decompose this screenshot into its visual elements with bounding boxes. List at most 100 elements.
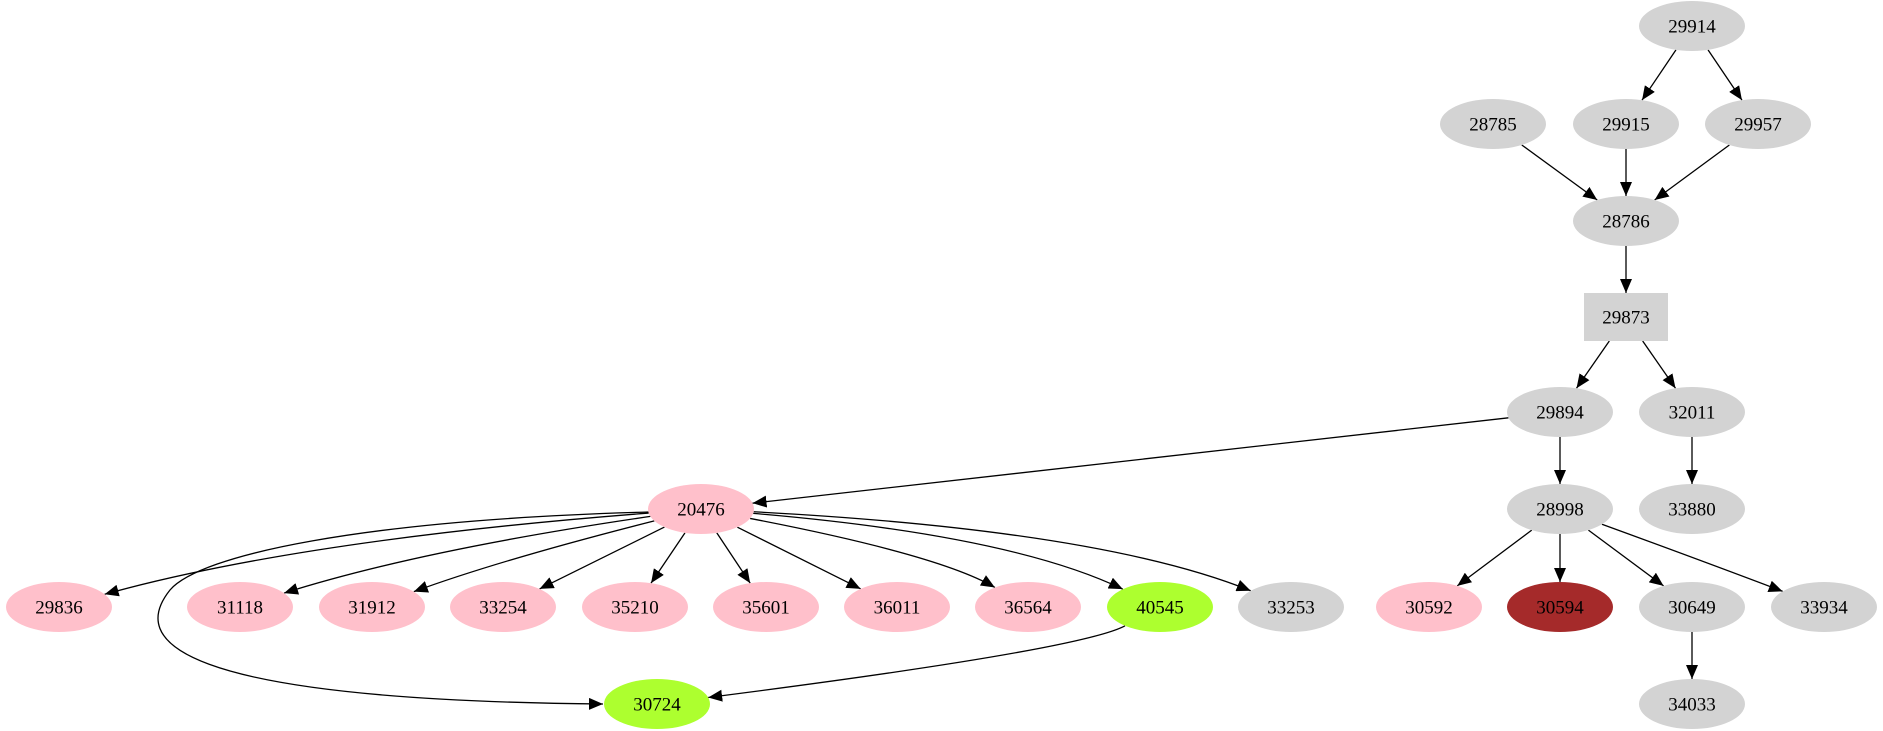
edge-20476-to-30724	[157, 511, 650, 710]
node-ellipse-shape	[1376, 582, 1482, 632]
node-box-shape	[1584, 293, 1668, 341]
edge-20476-to-33254	[539, 526, 665, 590]
node-label: 30594	[1536, 598, 1584, 619]
node-ellipse-shape	[604, 679, 710, 729]
node-ellipse-shape	[1705, 99, 1811, 149]
node-29873[interactable]: 29873	[1584, 293, 1668, 341]
node-35210[interactable]: 35210	[582, 582, 688, 632]
node-29957[interactable]: 29957	[1705, 99, 1811, 149]
node-label: 31912	[348, 598, 396, 619]
node-ellipse-shape	[713, 582, 819, 632]
node-label: 35601	[742, 598, 790, 619]
node-30724[interactable]: 30724	[604, 679, 710, 729]
node-label: 29957	[1734, 115, 1782, 136]
node-31118[interactable]: 31118	[187, 582, 293, 632]
node-ellipse-shape	[6, 582, 112, 632]
node-label: 31118	[217, 598, 263, 619]
node-ellipse-shape	[648, 484, 754, 534]
node-label: 36564	[1004, 598, 1052, 619]
node-33934[interactable]: 33934	[1771, 582, 1877, 632]
node-label: 35210	[611, 598, 659, 619]
node-30649[interactable]: 30649	[1639, 582, 1745, 632]
edge-29914-to-29957	[1707, 49, 1743, 101]
edge-20476-to-33253	[753, 511, 1251, 592]
node-ellipse-shape	[1639, 679, 1745, 729]
node-20476[interactable]: 20476	[648, 484, 754, 534]
edge-29873-to-32011	[1642, 340, 1677, 389]
node-label: 30649	[1668, 598, 1716, 619]
edge-20476-to-36011	[737, 526, 861, 590]
edge-29957-to-28786	[1654, 144, 1730, 201]
node-28998[interactable]: 28998	[1507, 484, 1613, 534]
edge-20476-to-31912	[413, 520, 655, 593]
node-ellipse-shape	[975, 582, 1081, 632]
node-label: 28785	[1469, 115, 1517, 136]
node-ellipse-shape	[450, 582, 556, 632]
edge-29914-to-29915	[1641, 49, 1677, 101]
node-40545[interactable]: 40545	[1107, 582, 1213, 632]
node-ellipse-shape	[1507, 387, 1613, 437]
node-label: 29836	[35, 598, 83, 619]
node-28786[interactable]: 28786	[1573, 196, 1679, 246]
edge-29873-to-29894	[1575, 340, 1610, 389]
node-ellipse-shape	[1107, 582, 1213, 632]
edge-20476-to-35210	[650, 532, 686, 584]
node-label: 36011	[874, 598, 921, 619]
node-ellipse-shape	[1440, 99, 1546, 149]
node-35601[interactable]: 35601	[713, 582, 819, 632]
node-label: 33253	[1267, 598, 1315, 619]
node-30594[interactable]: 30594	[1507, 582, 1613, 632]
node-label: 34033	[1668, 695, 1716, 716]
node-label: 33254	[479, 598, 527, 619]
edge-40545-to-30724	[708, 625, 1126, 702]
node-29914[interactable]: 29914	[1639, 1, 1745, 51]
node-29836[interactable]: 29836	[6, 582, 112, 632]
node-ellipse-shape	[1507, 484, 1613, 534]
node-29915[interactable]: 29915	[1573, 99, 1679, 149]
node-label: 29894	[1536, 403, 1584, 424]
node-ellipse-shape	[1573, 196, 1679, 246]
edges-layer	[104, 49, 1783, 710]
edge-20476-to-36564	[749, 517, 996, 589]
node-ellipse-shape	[187, 582, 293, 632]
node-label: 30592	[1405, 598, 1453, 619]
node-label: 40545	[1136, 598, 1184, 619]
node-label: 28786	[1602, 212, 1650, 233]
node-33880[interactable]: 33880	[1639, 484, 1745, 534]
node-31912[interactable]: 31912	[319, 582, 425, 632]
node-29894[interactable]: 29894	[1507, 387, 1613, 437]
edge-20476-to-29836	[104, 512, 649, 597]
node-33253[interactable]: 33253	[1238, 582, 1344, 632]
edge-20476-to-35601	[716, 532, 751, 584]
edge-20476-to-31118	[283, 515, 651, 595]
node-30592[interactable]: 30592	[1376, 582, 1482, 632]
node-32011[interactable]: 32011	[1639, 387, 1745, 437]
edge-28998-to-30592	[1456, 529, 1533, 587]
node-ellipse-shape	[1639, 582, 1745, 632]
node-label: 33880	[1668, 500, 1716, 521]
node-36564[interactable]: 36564	[975, 582, 1081, 632]
node-ellipse-shape	[319, 582, 425, 632]
node-label: 28998	[1536, 500, 1584, 521]
edge-28785-to-28786	[1521, 144, 1598, 201]
node-36011[interactable]: 36011	[844, 582, 950, 632]
node-label: 30724	[633, 695, 681, 716]
node-label: 20476	[677, 500, 725, 521]
node-ellipse-shape	[1238, 582, 1344, 632]
node-label: 33934	[1800, 598, 1848, 619]
node-label: 29873	[1602, 308, 1650, 329]
node-28785[interactable]: 28785	[1440, 99, 1546, 149]
edge-28998-to-30649	[1588, 529, 1664, 587]
node-ellipse-shape	[582, 582, 688, 632]
node-ellipse-shape	[844, 582, 950, 632]
edge-28998-to-33934	[1601, 523, 1783, 592]
node-ellipse-shape	[1507, 582, 1613, 632]
node-34033[interactable]: 34033	[1639, 679, 1745, 729]
node-ellipse-shape	[1639, 1, 1745, 51]
node-33254[interactable]: 33254	[450, 582, 556, 632]
node-ellipse-shape	[1771, 582, 1877, 632]
node-label: 32011	[1669, 403, 1716, 424]
node-label: 29914	[1668, 17, 1716, 38]
node-ellipse-shape	[1639, 484, 1745, 534]
